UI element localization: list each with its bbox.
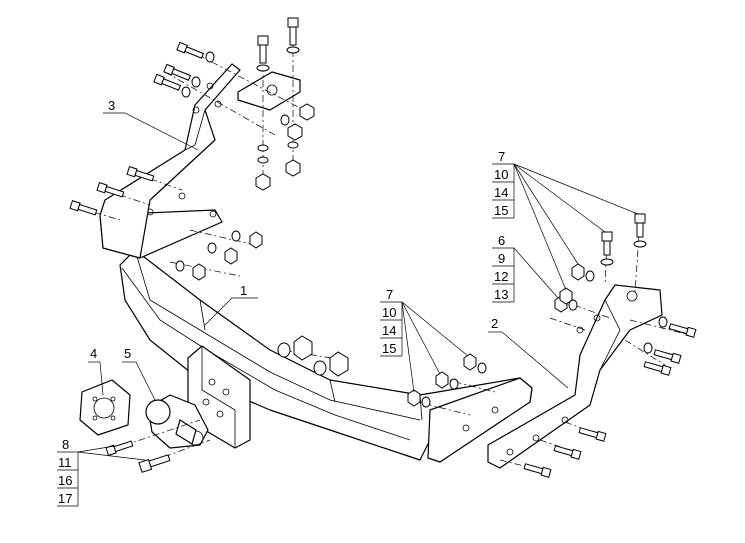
tow-ball bbox=[145, 394, 209, 449]
socket-plate bbox=[79, 379, 131, 436]
vertical-bolt bbox=[286, 17, 300, 54]
callout-stack-bl-1: 11 bbox=[58, 455, 72, 470]
callout-2: 2 bbox=[491, 316, 498, 331]
left-bracket bbox=[99, 63, 301, 259]
callout-leaders bbox=[57, 112, 639, 507]
callout-stack-rm-1: 9 bbox=[498, 251, 505, 266]
callout-stack-c-2: 14 bbox=[382, 323, 396, 338]
callout-labels: 3 1 4 5 2 8 11 16 17 7 10 14 15 7 10 14 … bbox=[58, 98, 508, 506]
main-crossbar bbox=[99, 192, 533, 463]
vertical-bolt bbox=[600, 231, 614, 266]
fasteners bbox=[69, 17, 697, 478]
callout-stack-rt-3: 15 bbox=[494, 203, 508, 218]
callout-stack-c-1: 10 bbox=[382, 305, 396, 320]
callout-stack-rm-2: 12 bbox=[494, 269, 508, 284]
callout-stack-rt-2: 14 bbox=[494, 185, 508, 200]
callout-5: 5 bbox=[124, 346, 131, 361]
callout-stack-bl-3: 17 bbox=[58, 491, 72, 506]
callout-stack-rm-3: 13 bbox=[494, 287, 508, 302]
callout-stack-c-0: 7 bbox=[386, 287, 393, 302]
callout-stack-rt-0: 7 bbox=[498, 149, 505, 164]
vertical-bolt bbox=[256, 35, 270, 72]
callout-stack-rt-1: 10 bbox=[494, 167, 508, 182]
callout-stack-c-3: 15 bbox=[382, 341, 396, 356]
callout-1: 1 bbox=[240, 283, 247, 298]
callout-stack-bl-2: 16 bbox=[58, 473, 72, 488]
right-bracket bbox=[487, 284, 663, 469]
callout-stack-bl-0: 8 bbox=[62, 437, 69, 452]
callout-stack-rm-0: 6 bbox=[498, 233, 505, 248]
vertical-bolt bbox=[633, 213, 647, 248]
callout-3: 3 bbox=[108, 98, 115, 113]
callout-4: 4 bbox=[90, 346, 97, 361]
